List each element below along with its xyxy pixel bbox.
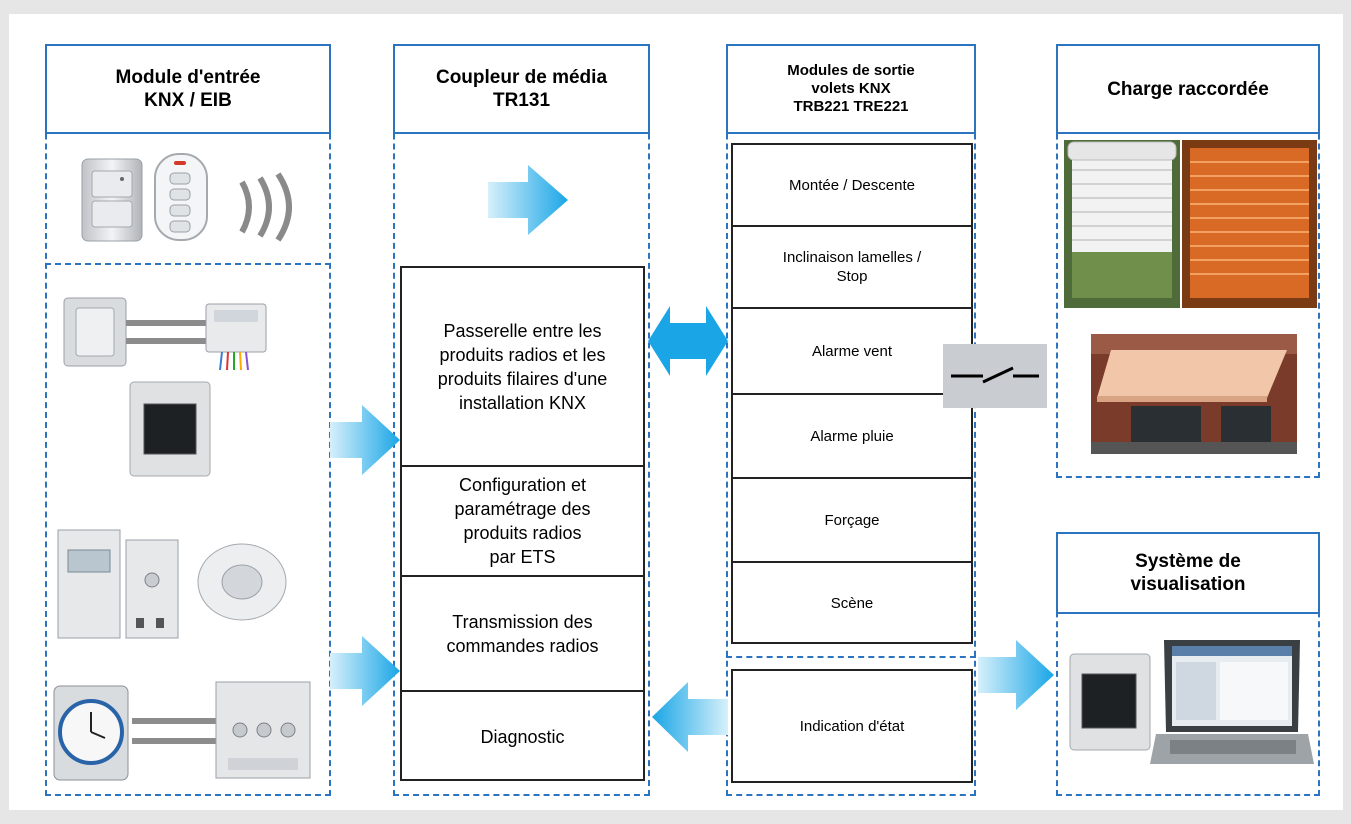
arrow-wired-to-coupler-2 [330,636,400,706]
load-column-header: Charge raccordée [1056,44,1320,134]
arrow-coupler-outputs-bidirectional [648,306,728,376]
output-row-wind-alarm: Alarme vent [733,307,971,393]
output-row-up-down: Montée / Descente [789,176,915,194]
venetian-blind-icon [1182,140,1317,308]
section-divider [45,263,331,265]
output-row-forcing: Forçage [733,477,971,561]
output-row-slat-tilt: Inclinaison lamelles / Stop [733,225,971,307]
relay-contact-icon [943,344,1047,408]
presence-detector-icon [197,543,287,621]
din-actuator-icon [215,681,311,779]
arrow-radio-to-coupler [488,165,568,235]
output-function-list: Montée / Descente Inclinaison lamelles /… [731,143,973,644]
coupler-function-list: Passerelle entre les produits radios et … [400,266,645,781]
awning-icon [1091,334,1297,454]
connection-bar [132,738,216,744]
timer-clock-icon [53,685,129,781]
outputs-column-header: Modules de sortie volets KNX TRB221 TRE2… [726,44,976,134]
input-column-header: Module d'entrée KNX / EIB [45,44,331,134]
radio-waves-icon [239,172,292,242]
coupler-row-transmission: Transmission des commandes radios [402,575,643,690]
output-row-rain-alarm: Alarme pluie [733,393,971,477]
connection-bar [132,718,216,724]
arrow-status-to-diagnostic [652,682,728,752]
output-row-scene: Scène [733,561,971,644]
section-divider [726,656,976,658]
wired-switch-icon [63,297,267,370]
radio-wall-switch-icon [81,158,143,242]
din-rail-modules-icon [57,529,179,639]
roller-shutter-icon [1064,140,1180,308]
visualisation-column-header: Système de visualisation [1056,532,1320,614]
radio-remote-icon [154,153,208,241]
arrow-status-to-visualisation [978,640,1054,710]
touch-panel-icon [129,381,211,477]
coupler-column-header: Coupleur de média TR131 [393,44,650,134]
coupler-row-configuration: Configuration et paramétrage des produit… [402,465,643,575]
status-indication-label: Indication d'état [799,717,905,735]
coupler-row-diagnostic: Diagnostic [402,690,643,781]
arrow-wired-to-coupler-1 [330,405,400,475]
coupler-row-gateway: Passerelle entre les produits radios et … [437,320,608,413]
touch-panel-icon [1069,653,1151,751]
status-indication-box: Indication d'état [731,669,973,783]
laptop-icon [1150,640,1314,764]
